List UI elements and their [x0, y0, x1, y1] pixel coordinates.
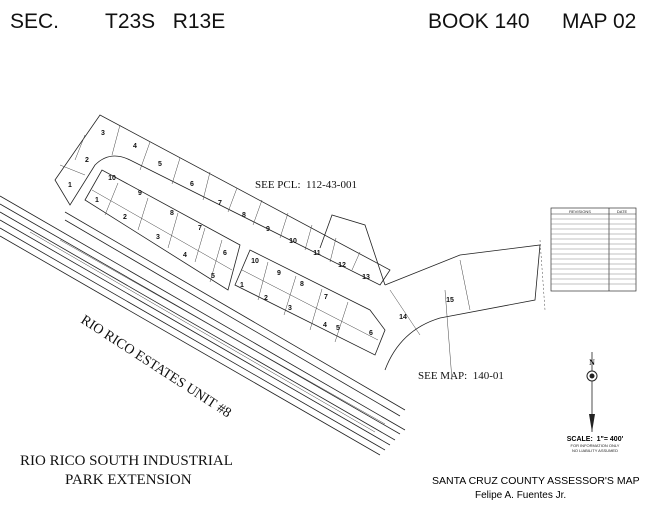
scale-note-information: FOR INFORMATION ONLY [571, 443, 620, 448]
lot-number: 2 [123, 214, 127, 221]
see-parcel-reference: SEE PCL: 112-43-001 [255, 179, 357, 191]
lot-number: 9 [277, 270, 281, 277]
lot-number: 5 [336, 325, 340, 332]
lot-number: 2 [85, 157, 89, 164]
date-header: DATE [617, 209, 628, 214]
see-map-reference: SEE MAP: 140-01 [418, 370, 504, 382]
scale-note-liability: NO LIABILITY ASSUMED [572, 448, 618, 453]
lot-number: 10 [289, 238, 297, 245]
lot-number: 7 [324, 294, 328, 301]
lot-number: 1 [68, 182, 72, 189]
lot-number: 1 [240, 282, 244, 289]
township-range-label: T23S R13E [105, 10, 225, 33]
lot-number: 6 [369, 330, 373, 337]
book-label: BOOK 140 [428, 10, 530, 33]
lot-number: 15 [446, 297, 454, 304]
lot-number: 12 [338, 262, 346, 269]
north-arrow-icon: N [586, 352, 598, 432]
lot-number: 11 [313, 250, 321, 257]
lot-number: 3 [156, 234, 160, 241]
revisions-table: REVISIONS DATE [550, 207, 637, 292]
lot-number: 6 [190, 181, 194, 188]
lot-number: 9 [266, 226, 270, 233]
lot-number: 4 [323, 322, 327, 329]
lot-number: 10 [108, 175, 116, 182]
lot-number: 3 [288, 305, 292, 312]
lot-number: 2 [264, 295, 268, 302]
lot-number: 5 [211, 273, 215, 280]
subdivision-label: RIO RICO ESTATES UNIT #8 [78, 313, 234, 421]
lot-number: 6 [223, 250, 227, 257]
title-line-1: RIO RICO SOUTH INDUSTRIAL [20, 453, 233, 469]
lot-number: 4 [133, 143, 137, 150]
lot-number: 3 [101, 130, 105, 137]
lot-number: 14 [399, 314, 407, 321]
lot-number: 7 [198, 225, 202, 232]
scale-label: SCALE: 1"= 400' [567, 436, 624, 443]
lot-number: 10 [251, 258, 259, 265]
revisions-header: REVISIONS [569, 209, 591, 214]
map-number-label: MAP 02 [562, 10, 636, 33]
lot-number: 8 [170, 210, 174, 217]
lot-numbers-north: 3 2 1 4 5 6 7 8 9 10 11 12 13 14 15 [68, 130, 454, 321]
lot-number: 8 [242, 212, 246, 219]
lot-number: 5 [158, 161, 162, 168]
assessor-map-title: SANTA CRUZ COUNTY ASSESSOR'S MAP [432, 475, 640, 487]
lot-numbers-block-a: 10 9 1 2 8 7 3 4 6 5 [95, 175, 227, 280]
lot-number: 1 [95, 197, 99, 204]
title-line-2: PARK EXTENSION [65, 472, 192, 488]
lot-numbers-block-b: 10 9 1 2 8 3 7 4 5 6 [240, 258, 373, 337]
lot-number: 8 [300, 281, 304, 288]
section-label: SEC. [10, 10, 59, 33]
lot-number: 9 [138, 190, 142, 197]
lot-number: 7 [218, 200, 222, 207]
assessor-name: Felipe A. Fuentes Jr. [475, 490, 566, 501]
lot-number: 13 [362, 274, 370, 281]
lot-number: 4 [183, 252, 187, 259]
highway-lines [0, 195, 406, 456]
parcel-boundaries [54, 114, 546, 381]
